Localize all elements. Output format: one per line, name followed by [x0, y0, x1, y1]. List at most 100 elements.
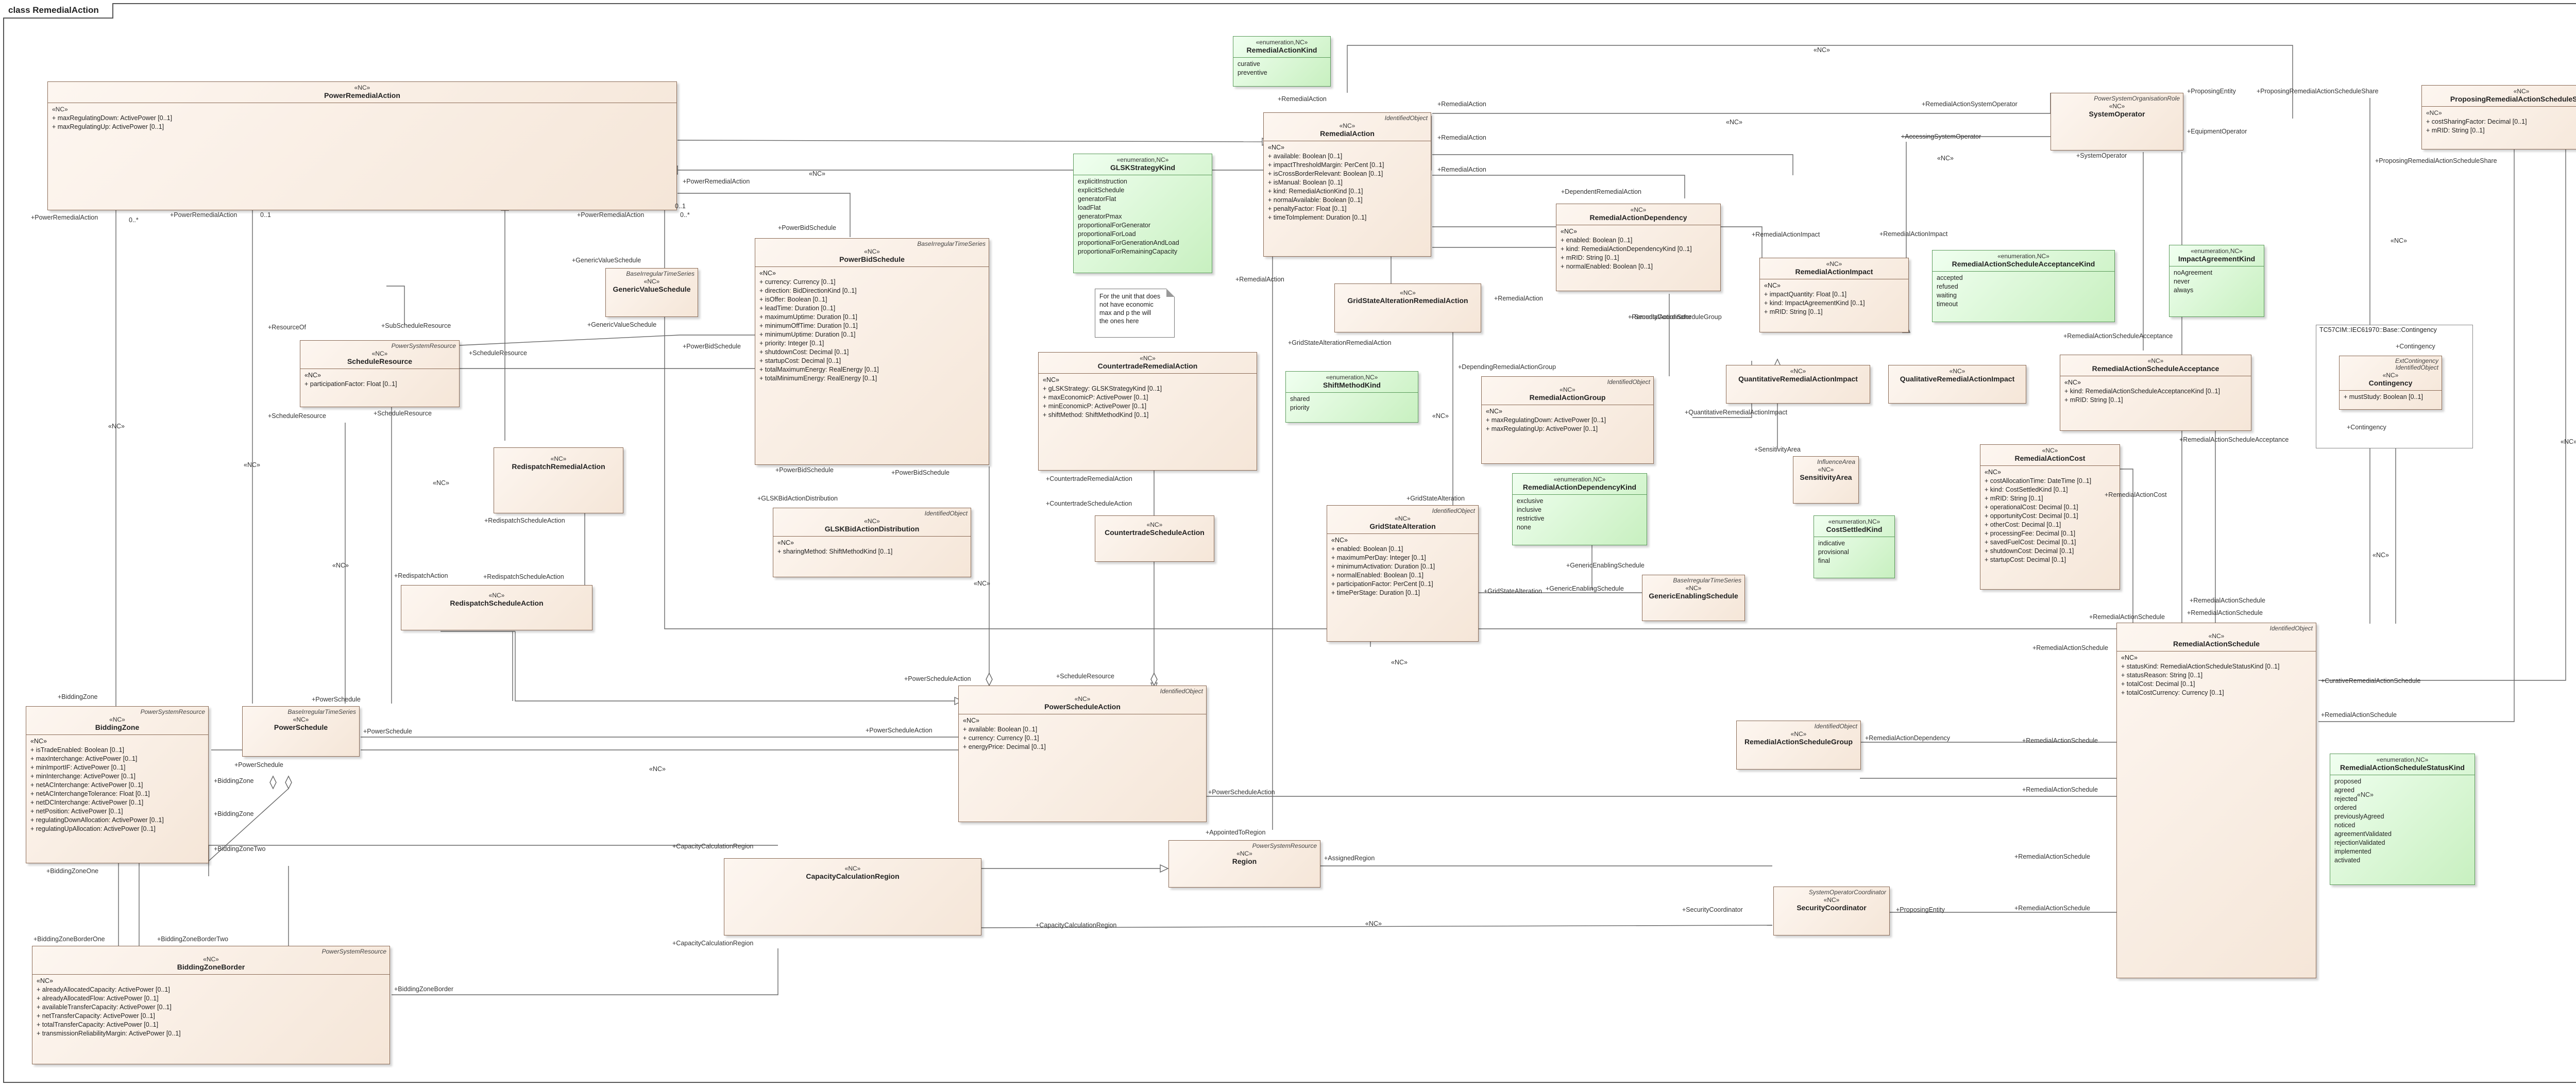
- class-countertrade-remedial-action[interactable]: «NC»CountertradeRemedialAction «NC» + gL…: [1038, 352, 1257, 471]
- class-name: Contingency: [2368, 379, 2413, 387]
- role-label: +GenericValueSchedule: [587, 321, 657, 328]
- class-quantitative-remedial-action-impact[interactable]: «NC»QuantitativeRemedialActionImpact: [1726, 365, 1870, 404]
- attribute: + gLSKStrategy: GLSKStrategyKind [0..1]: [1043, 385, 1162, 392]
- role-label: +PowerSchedule: [234, 761, 283, 768]
- enum-literal: refused: [1937, 283, 1958, 290]
- class-countertrade-schedule-action[interactable]: «NC»CountertradeScheduleAction: [1095, 515, 1214, 562]
- enum-schedule-acceptance-kind[interactable]: «enumeration,NC»RemedialActionScheduleAc…: [1932, 250, 2115, 322]
- class-power-bid-schedule[interactable]: BaseIrregularTimeSeries«NC»PowerBidSched…: [755, 238, 989, 465]
- parent-class: IdentifiedObject: [1432, 507, 1475, 514]
- enum-literal: timeout: [1937, 300, 1958, 308]
- class-redispatch-remedial-action[interactable]: «NC»RedispatchRemedialAction: [494, 447, 623, 513]
- attribute: + kind: ImpactAgreementKind [0..1]: [1764, 299, 1865, 307]
- class-generic-value-schedule[interactable]: BaseIrregularTimeSeries«NC»GenericValueS…: [605, 268, 698, 317]
- class-security-coordinator[interactable]: SystemOperatorCoordinator«NC»SecurityCoo…: [1773, 887, 1890, 935]
- class-name: RemedialActionScheduleAcceptanceKind: [1952, 260, 2095, 268]
- class-power-schedule[interactable]: BaseIrregularTimeSeries«NC»PowerSchedule: [242, 706, 360, 757]
- attribute: + impactThresholdMargin: PerCent [0..1]: [1268, 161, 1384, 169]
- stereotype: «NC»: [1630, 206, 1647, 213]
- attribute: «NC»: [1331, 537, 1348, 544]
- class-remedial-action-dependency[interactable]: «NC»RemedialActionDependency «NC» + enab…: [1556, 204, 1721, 291]
- class-qualitative-remedial-action-impact[interactable]: «NC»QualitativeRemedialActionImpact: [1888, 365, 2026, 404]
- role-label: +PowerRemedialAction: [170, 211, 238, 219]
- class-glsk-bid-action-distribution[interactable]: IdentifiedObject«NC»GLSKBidActionDistrib…: [773, 508, 971, 577]
- attribute: + isCrossBorderRelevant: Boolean [0..1]: [1268, 170, 1383, 177]
- attribute: + regulatingDownAllocation: ActivePower …: [30, 816, 164, 824]
- stereotype: «NC»: [371, 350, 388, 357]
- class-system-operator[interactable]: PowerSystemOrganisationRole«NC»SystemOpe…: [2050, 93, 2183, 151]
- enum-literal: waiting: [1937, 292, 1957, 299]
- role-label: +Contingency: [2347, 424, 2386, 431]
- class-sensitivity-area[interactable]: InfluenceArea«NC»SensitivityArea: [1793, 456, 1859, 504]
- stereotype: «NC»: [864, 248, 880, 255]
- parent-class: SystemOperatorCoordinator: [1808, 889, 1886, 896]
- enum-shift-method-kind[interactable]: «enumeration,NC»ShiftMethodKind shared p…: [1285, 371, 1418, 423]
- role-label: +RemedialActionSchedule: [2032, 644, 2108, 651]
- attribute: + maxInterchange: ActivePower [0..1]: [30, 755, 138, 762]
- role-label: «NC»: [2357, 791, 2374, 798]
- role-label: «NC»: [1365, 920, 1382, 927]
- class-proposing-remedial-action-schedule-share[interactable]: «NC»ProposingRemedialActionScheduleShare…: [2421, 85, 2576, 149]
- attribute: + costAllocationTime: DateTime [0..1]: [1985, 477, 2092, 484]
- role-label: +PowerBidSchedule: [778, 224, 836, 231]
- attribute: + isManual: Boolean [0..1]: [1268, 179, 1343, 186]
- enum-literal: proportionalForLoad: [1078, 230, 1136, 238]
- role-label: +BiddingZoneTwo: [214, 845, 266, 853]
- class-schedule-resource[interactable]: PowerSystemResource«NC»ScheduleResource …: [300, 340, 460, 407]
- role-label: +SecurityCoordinator: [1682, 906, 1743, 913]
- class-power-remedial-action[interactable]: «NC»PowerRemedialAction «NC»+ maxRegulat…: [47, 81, 677, 210]
- class-name: GLSKBidActionDistribution: [824, 525, 920, 533]
- role-label: +RemedialActionDependency: [1865, 734, 1951, 742]
- class-grid-state-alteration[interactable]: IdentifiedObject«NC»GridStateAlteration …: [1327, 505, 1479, 642]
- role-label: +RemedialActionSchedule: [2321, 711, 2397, 719]
- attribute: + kind: RemedialActionDependencyKind [0.…: [1561, 245, 1692, 253]
- role-label: +RemedialAction: [1437, 166, 1486, 173]
- enum-schedule-status-kind[interactable]: «enumeration,NC»RemedialActionScheduleSt…: [2330, 754, 2475, 885]
- role-label: +SensitivityArea: [1754, 446, 1801, 453]
- enum-literal: proposed: [2334, 778, 2362, 785]
- role-label: +CurativeRemedialActionSchedule: [2321, 677, 2421, 684]
- role-label: +CapacityCalculationRegion: [1036, 922, 1117, 929]
- attribute: + isOffer: Boolean [0..1]: [759, 296, 827, 303]
- class-name: PowerRemedialAction: [324, 91, 400, 99]
- enum-cost-settled-kind[interactable]: «enumeration,NC»CostSettledKind indicati…: [1814, 515, 1895, 578]
- role-label: +GLSKBidActionDistribution: [757, 495, 838, 502]
- class-contingency[interactable]: ExtContingency IdentifiedObject«NC»Conti…: [2339, 356, 2442, 410]
- class-power-schedule-action[interactable]: IdentifiedObject«NC»PowerScheduleAction …: [958, 686, 1207, 822]
- enum-glsk-strategy-kind[interactable]: «enumeration,NC»GLSKStrategyKind explici…: [1073, 154, 1212, 273]
- class-remedial-action-schedule[interactable]: IdentifiedObject«NC»RemedialActionSchedu…: [2116, 623, 2316, 978]
- enum-literal: activated: [2334, 857, 2361, 864]
- attribute: + participationFactor: PerCent [0..1]: [1331, 580, 1433, 588]
- class-remedial-action-group[interactable]: IdentifiedObject«NC»RemedialActionGroup …: [1481, 376, 1654, 464]
- attribute: + kind: RemedialActionScheduleAcceptance…: [2064, 388, 2220, 395]
- class-bidding-zone-border[interactable]: PowerSystemResource«NC»BiddingZoneBorder…: [32, 946, 390, 1064]
- role-label: +ScheduleResource: [268, 412, 326, 420]
- class-remedial-action-impact[interactable]: «NC»RemedialActionImpact «NC» + impactQu…: [1759, 258, 1909, 332]
- class-remedial-action-schedule-group[interactable]: IdentifiedObject«NC»RemedialActionSchedu…: [1736, 721, 1861, 770]
- attribute: + totalCost: Decimal [0..1]: [2121, 680, 2195, 688]
- class-remedial-action-cost[interactable]: «NC»RemedialActionCost «NC» + costAlloca…: [1980, 444, 2120, 590]
- role-label: +Contingency: [2396, 343, 2435, 350]
- role-label: +PowerScheduleAction: [904, 675, 971, 682]
- role-label: «NC»: [649, 765, 666, 773]
- class-grid-state-alteration-remedial-action[interactable]: «NC»GridStateAlterationRemedialAction: [1334, 283, 1481, 332]
- class-region[interactable]: PowerSystemResource«NC»Region: [1168, 840, 1320, 888]
- enum-remedial-action-kind[interactable]: «enumeration,NC»RemedialActionKind curat…: [1233, 36, 1331, 87]
- stereotype: «NC»: [1074, 695, 1091, 703]
- stereotype: «NC»: [203, 956, 219, 963]
- attribute: + penaltyFactor: Float [0..1]: [1268, 205, 1347, 212]
- stereotype: «NC»: [1790, 367, 1806, 375]
- stereotype: «enumeration,NC»: [1828, 518, 1880, 525]
- class-capacity-calculation-region[interactable]: «NC»CapacityCalculationRegion: [724, 858, 981, 935]
- enum-literal: loadFlat: [1078, 204, 1101, 211]
- class-remedial-action-schedule-acceptance[interactable]: «NC»RemedialActionScheduleAcceptance «NC…: [2060, 355, 2251, 431]
- stereotype: «NC»: [2042, 447, 2058, 454]
- stereotype: «enumeration,NC»: [2191, 247, 2243, 255]
- enum-impact-agreement-kind[interactable]: «enumeration,NC»ImpactAgreementKind noAg…: [2169, 245, 2264, 317]
- class-bidding-zone[interactable]: PowerSystemResource«NC»BiddingZone «NC» …: [26, 706, 209, 863]
- attribute: + timeToImplement: Duration [0..1]: [1268, 214, 1367, 221]
- class-redispatch-schedule-action[interactable]: «NC»RedispatchScheduleAction: [401, 585, 592, 630]
- enum-remedial-action-dependency-kind[interactable]: «enumeration,NC»RemedialActionDependency…: [1512, 473, 1647, 545]
- class-generic-enabling-schedule[interactable]: BaseIrregularTimeSeries«NC»GenericEnabli…: [1642, 575, 1745, 621]
- class-remedial-action[interactable]: IdentifiedObject«NC»RemedialAction «NC» …: [1263, 112, 1431, 257]
